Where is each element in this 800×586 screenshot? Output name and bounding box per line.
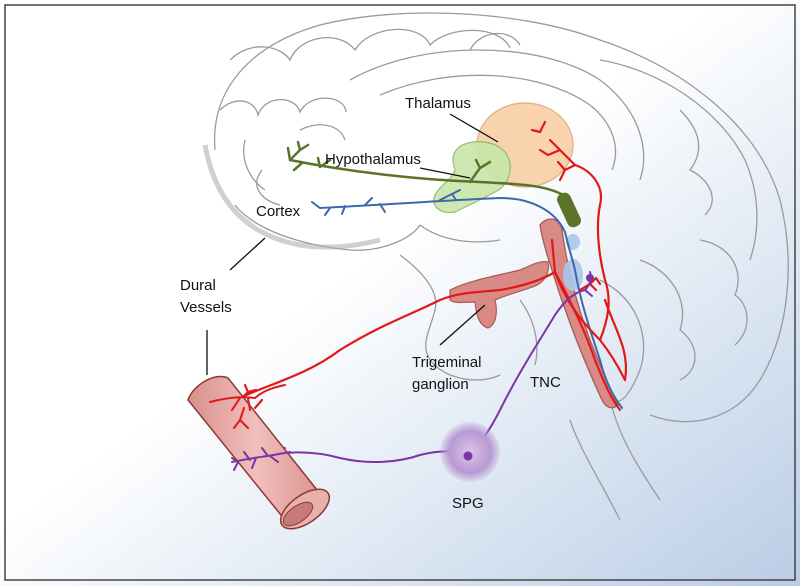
dural-arc <box>202 144 381 250</box>
tnc-purple-neuron <box>586 274 594 282</box>
trigeminal-pathway <box>213 120 628 434</box>
frame <box>4 4 796 581</box>
cortical-pathway <box>311 189 623 409</box>
leader-lines <box>206 113 499 375</box>
spg-neuron <box>463 451 473 461</box>
label-dural-vessels-line1: Dural <box>180 277 216 294</box>
trigeminal-ganglion-shape <box>449 261 550 329</box>
hypothalamic-terminal <box>557 192 581 228</box>
label-thalamus: Thalamus <box>405 95 471 112</box>
label-hypothalamus: Hypothalamus <box>325 151 421 168</box>
brainstem-vessel <box>539 218 619 409</box>
label-trigeminal-line2: ganglion <box>412 376 469 393</box>
label-cortex: Cortex <box>256 203 301 220</box>
dural-vessel <box>187 375 331 530</box>
label-dural-vessels-line2: Vessels <box>180 299 232 316</box>
hypothalamic-pathway <box>286 140 570 200</box>
label-spg: SPG <box>452 495 484 512</box>
vessel-branches <box>209 384 291 469</box>
brain-outline <box>213 12 789 521</box>
label-tnc: TNC <box>530 374 561 391</box>
label-trigeminal-line1: Trigeminal <box>412 354 481 371</box>
